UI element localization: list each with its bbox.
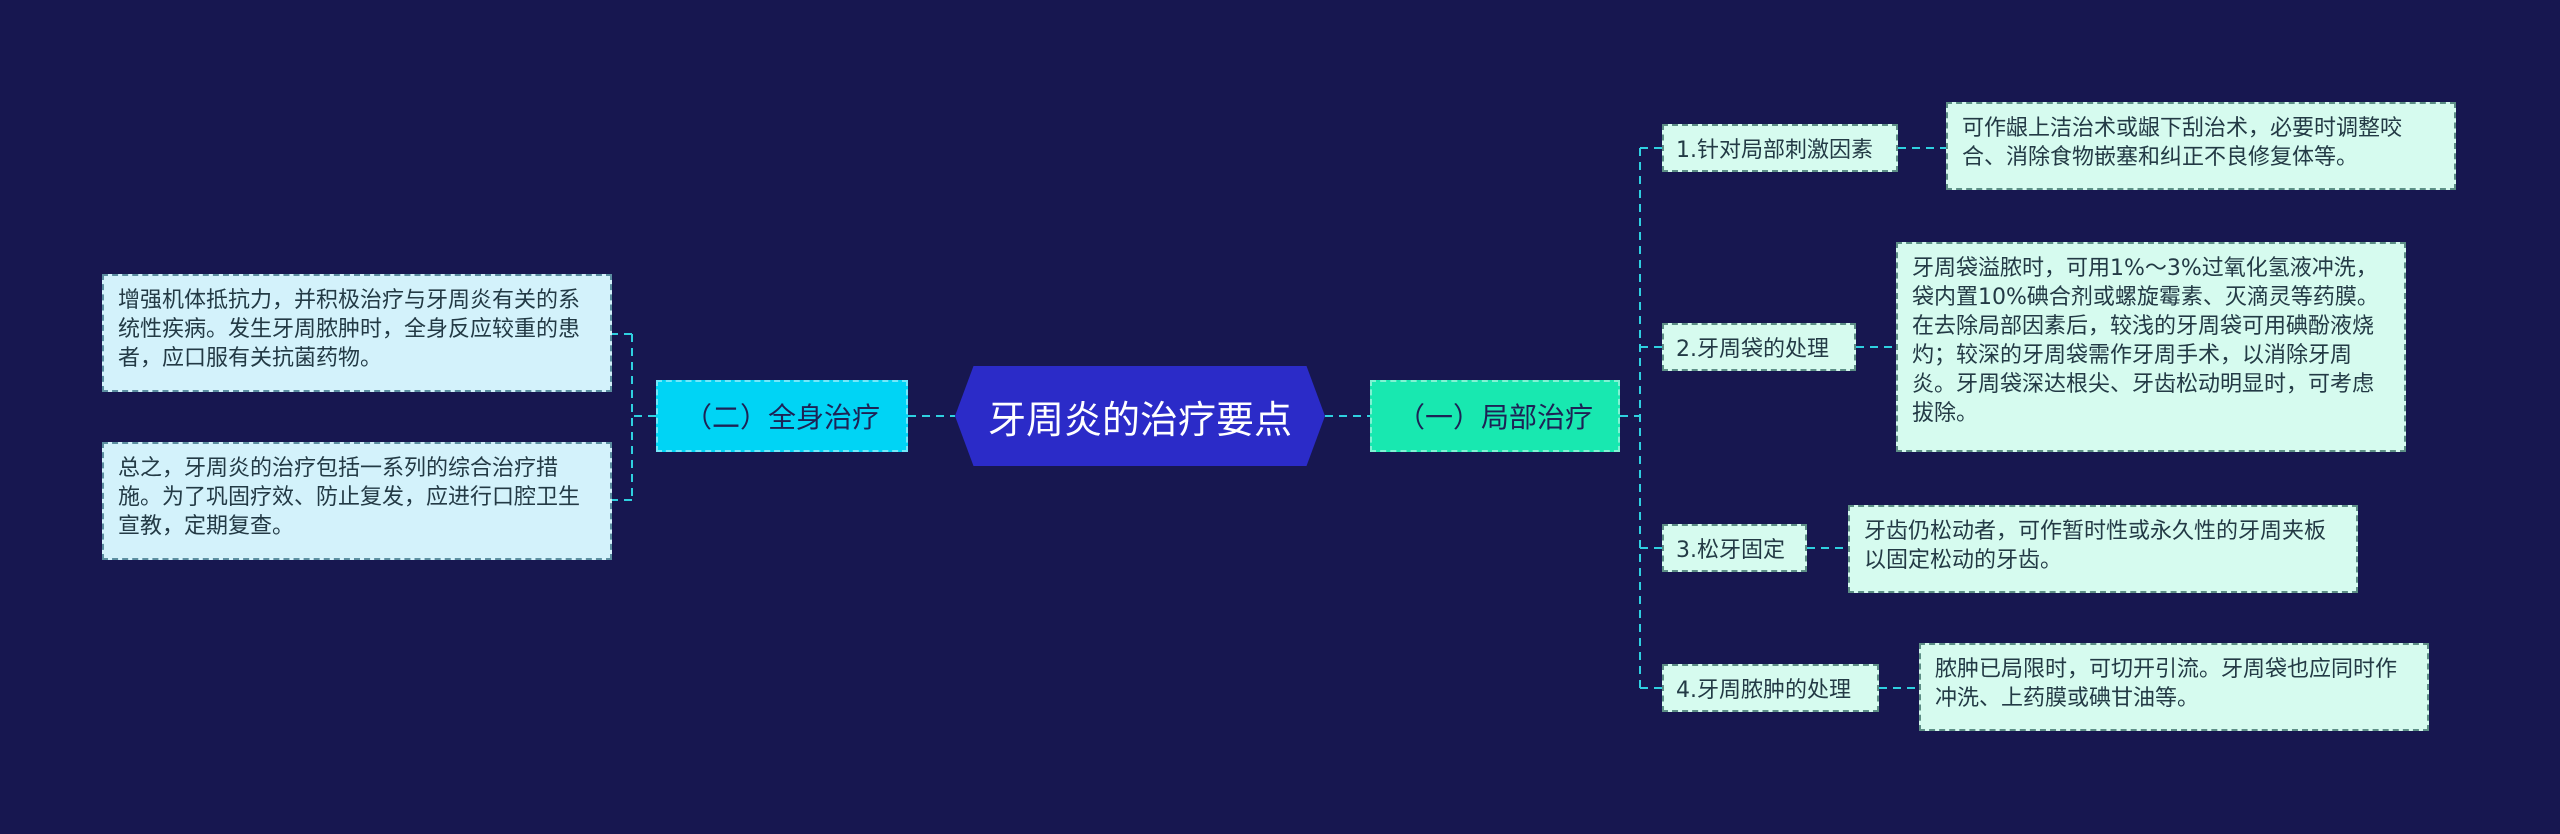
detail-abscess-treatment[interactable]: 脓肿已局限时，可切开引流。牙周袋也应同时作冲洗、上药膜或碘甘油等。 [1919,643,2429,731]
detail-loose-tooth[interactable]: 牙齿仍松动者，可作暂时性或永久性的牙周夹板以固定松动的牙齿。 [1848,505,2358,593]
leaf-systemic-1[interactable]: 增强机体抵抗力，并积极治疗与牙周炎有关的系统性疾病。发生牙周脓肿时，全身反应较重… [102,274,612,392]
detail-pocket-treatment-text: 牙周袋溢脓时，可用1%～3%过氧化氢液冲洗，袋内置10%碘合剂或螺旋霉素、灭滴灵… [1912,256,2379,426]
branch-systemic-treatment[interactable]: （二）全身治疗 [656,380,908,452]
detail-pocket-treatment[interactable]: 牙周袋溢脓时，可用1%～3%过氧化氢液冲洗，袋内置10%碘合剂或螺旋霉素、灭滴灵… [1896,242,2406,452]
item-pocket-treatment-label: 2.牙周袋的处理 [1676,337,1829,362]
detail-local-stimulus[interactable]: 可作龈上洁治术或龈下刮治术，必要时调整咬合、消除食物嵌塞和纠正不良修复体等。 [1946,102,2456,190]
leaf-systemic-1-text: 增强机体抵抗力，并积极治疗与牙周炎有关的系统性疾病。发生牙周脓肿时，全身反应较重… [118,288,581,371]
item-loose-tooth-label: 3.松牙固定 [1676,538,1785,563]
detail-loose-tooth-text: 牙齿仍松动者，可作暂时性或永久性的牙周夹板以固定松动的牙齿。 [1864,519,2327,573]
branch-systemic-treatment-label: （二）全身治疗 [683,401,880,434]
item-abscess-treatment[interactable]: 4.牙周脓肿的处理 [1662,664,1879,712]
central-topic-label: 牙周炎的治疗要点 [987,397,1292,442]
central-topic[interactable]: 牙周炎的治疗要点 [955,366,1325,466]
leaf-systemic-2[interactable]: 总之，牙周炎的治疗包括一系列的综合治疗措施。为了巩固疗效、防止复发，应进行口腔卫… [102,442,612,560]
branch-local-treatment[interactable]: （一）局部治疗 [1370,380,1620,452]
item-loose-tooth[interactable]: 3.松牙固定 [1662,524,1807,572]
detail-local-stimulus-text: 可作龈上洁治术或龈下刮治术，必要时调整咬合、消除食物嵌塞和纠正不良修复体等。 [1962,116,2403,170]
branch-local-treatment-label: （一）局部治疗 [1396,401,1593,434]
item-local-stimulus-label: 1.针对局部刺激因素 [1676,138,1873,163]
leaf-systemic-2-text: 总之，牙周炎的治疗包括一系列的综合治疗措施。为了巩固疗效、防止复发，应进行口腔卫… [118,456,581,539]
item-abscess-treatment-label: 4.牙周脓肿的处理 [1676,678,1851,703]
connector-right-tree [1620,147,1662,689]
item-pocket-treatment[interactable]: 2.牙周袋的处理 [1662,323,1856,371]
item-local-stimulus[interactable]: 1.针对局部刺激因素 [1662,124,1898,172]
connector-left-tree [612,333,656,501]
detail-abscess-treatment-text: 脓肿已局限时，可切开引流。牙周袋也应同时作冲洗、上药膜或碘甘油等。 [1935,657,2398,711]
